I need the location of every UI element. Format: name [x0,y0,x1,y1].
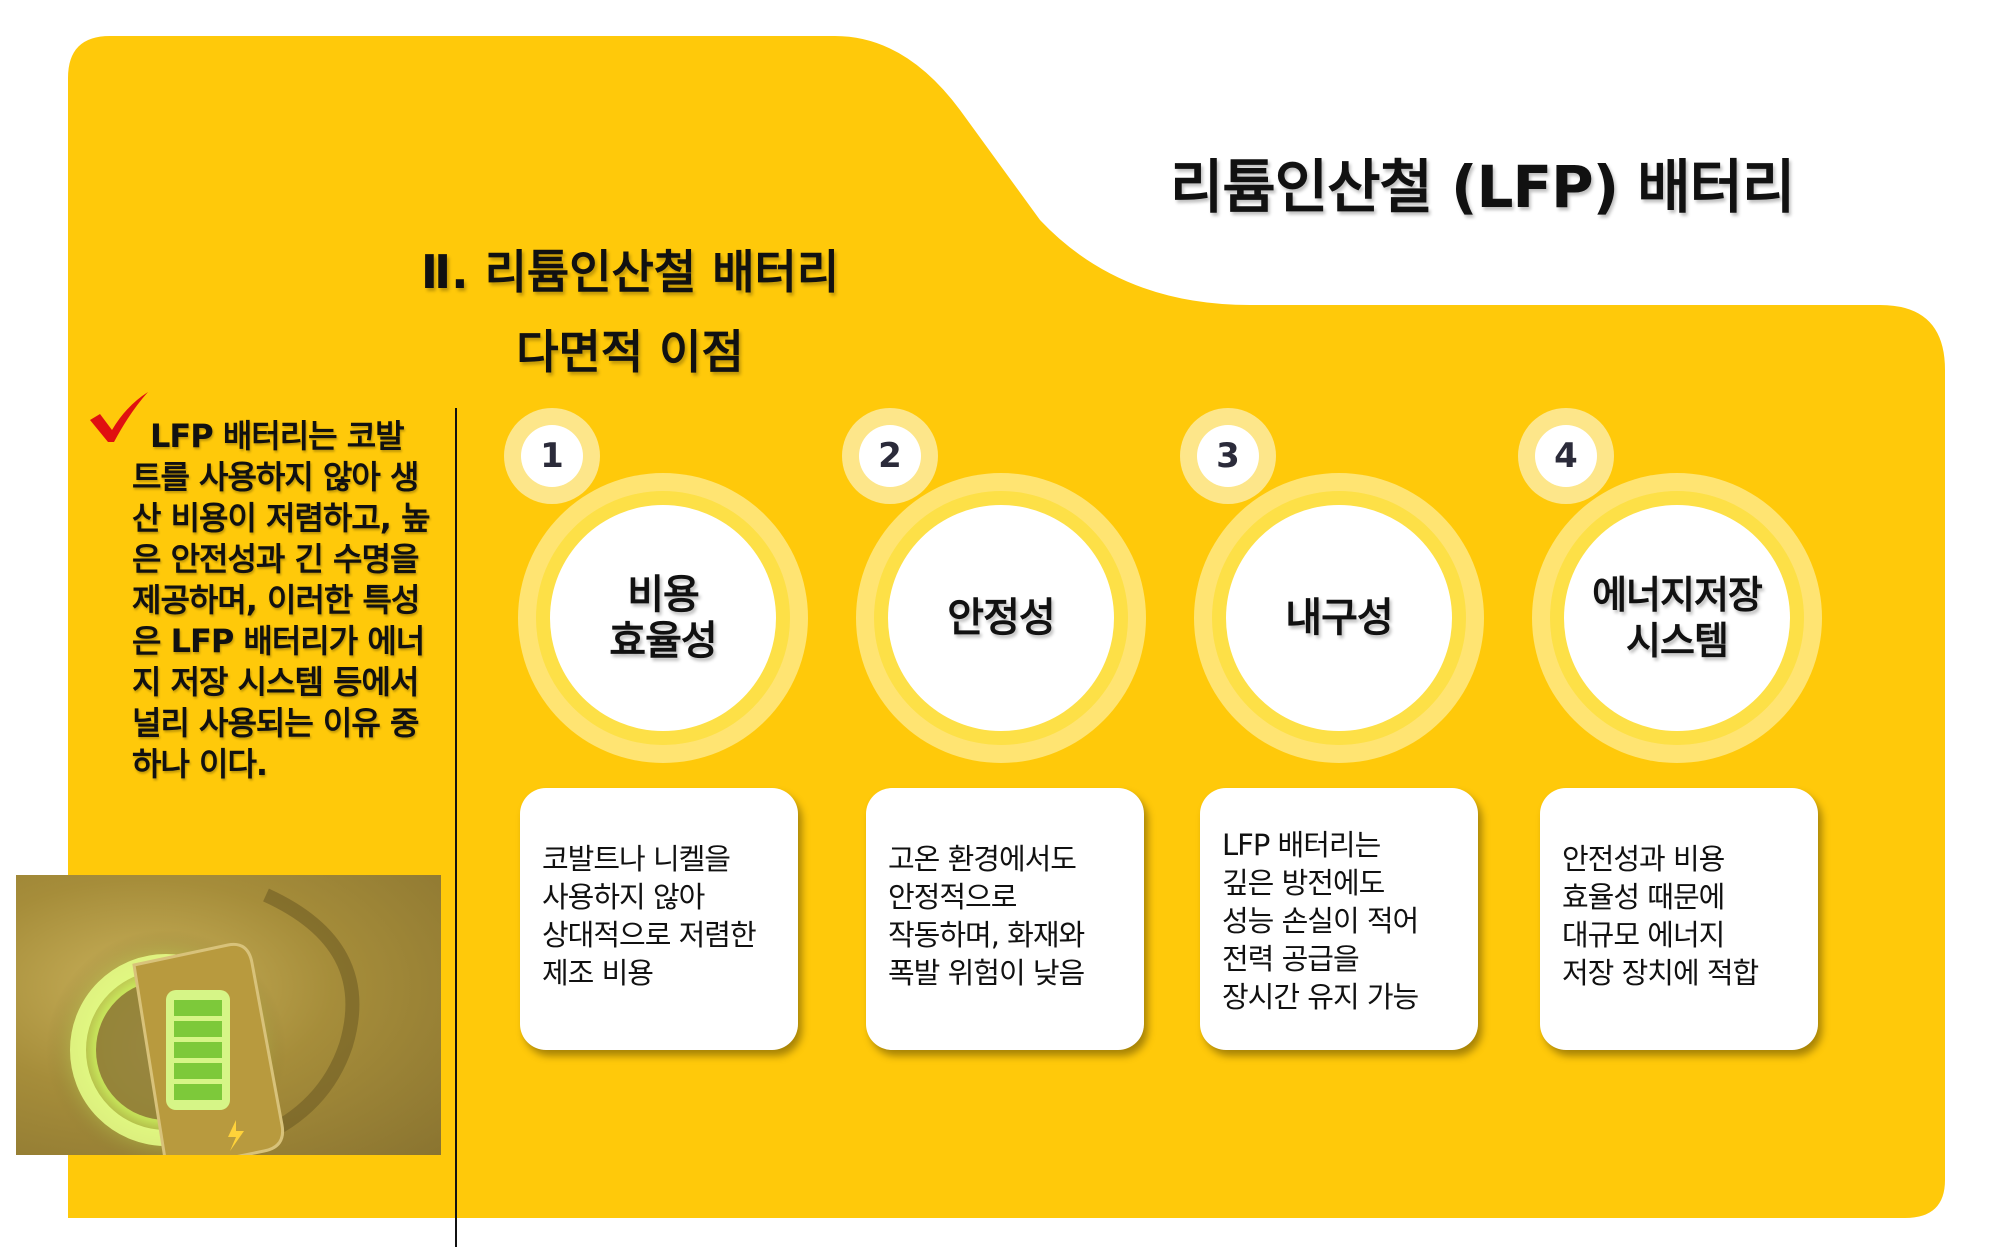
benefit-title: 내구성 [1226,505,1452,731]
benefit-description-card: 코발트나 니켈을 사용하지 않아 상대적으로 저렴한 제조 비용 [520,788,798,1050]
benefit-item-2: 2 안정성 고온 환경에서도 안정적으로 작동하며, 화재와 폭발 위험이 낮음 [842,408,1156,1058]
step-number: 3 [1197,425,1259,487]
step-number-badge: 4 [1518,408,1614,504]
step-number: 4 [1535,425,1597,487]
benefit-item-1: 1 비용 효율성 코발트나 니켈을 사용하지 않아 상대적으로 저렴한 제조 비… [504,408,818,1058]
battery-charging-photo [16,875,441,1155]
section-heading-line1: Ⅱ. 리튬인산철 배터리 [420,245,840,299]
benefit-item-3: 3 내구성 LFP 배터리는 깊은 방전에도 성능 손실이 적어 전력 공급을 … [1180,408,1494,1058]
slide-title: 리튬인산철 (LFP) 배터리 [1170,153,1795,221]
step-number-badge: 1 [504,408,600,504]
battery-charging-icon [46,888,360,1155]
benefit-title: 에너지저장 시스템 [1564,505,1790,731]
step-number-badge: 2 [842,408,938,504]
benefit-item-4: 4 에너지저장 시스템 안전성과 비용 효율성 때문에 대규모 에너지 저장 장… [1518,408,1832,1058]
benefit-title: 안정성 [888,505,1114,731]
benefit-description-card: 안전성과 비용 효율성 때문에 대규모 에너지 저장 장치에 적합 [1540,788,1818,1050]
benefit-title: 비용 효율성 [550,505,776,731]
intro-paragraph: LFP 배터리는 코발트를 사용하지 않아 생산 비용이 저렴하고, 높은 안전… [132,417,431,783]
check-mark-icon [90,392,148,442]
step-number: 1 [521,425,583,487]
benefit-description-card: 고온 환경에서도 안정적으로 작동하며, 화재와 폭발 위험이 낮음 [866,788,1144,1050]
benefit-description-card: LFP 배터리는 깊은 방전에도 성능 손실이 적어 전력 공급을 장시간 유지… [1200,788,1478,1050]
step-number-badge: 3 [1180,408,1276,504]
section-heading-line2: 다면적 이점 [516,325,744,379]
step-number: 2 [859,425,921,487]
vertical-divider [455,408,457,1247]
section-heading: Ⅱ. 리튬인산철 배터리 다면적 이점 [370,232,890,392]
